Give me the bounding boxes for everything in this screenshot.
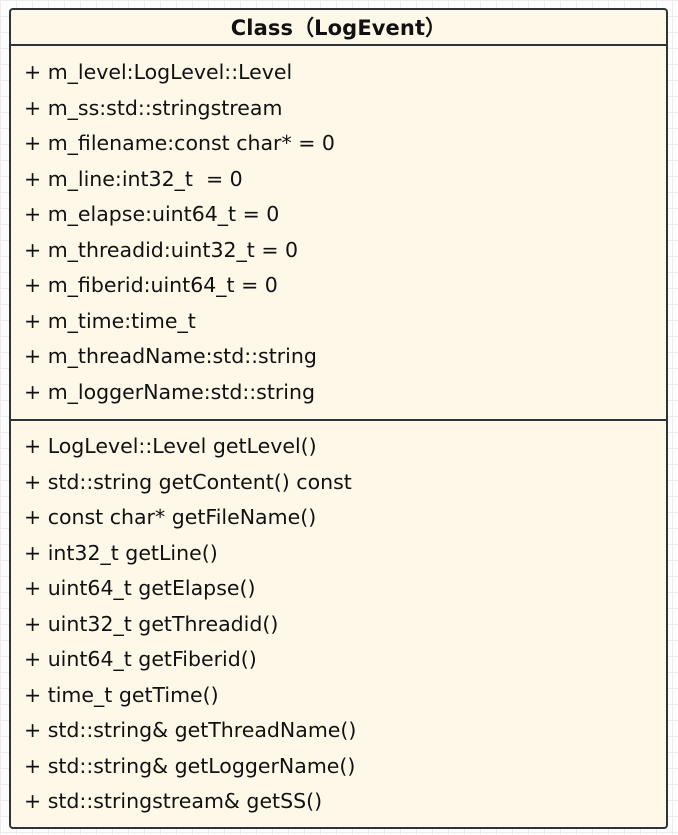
method-get-level: + LogLevel::Level getLevel() [24, 434, 317, 458]
method-get-threadid: + uint32_t getThreadid() [24, 611, 279, 636]
attribute-m-threadid: + m_threadid:uint32_t = 0 [24, 237, 299, 262]
attribute-m-elapse: + m_elapse:uint64_t = 0 [24, 202, 280, 226]
method-get-line: + int32_t getLine() [24, 540, 218, 565]
method-get-thread-name: + std::string& getThreadName() [24, 718, 357, 742]
method-get-file-name: + const char* getFileName() [24, 505, 317, 529]
method-get-fiberid: + uint64_t getFiberid() [24, 647, 257, 671]
attribute-m-threadname: + m_threadName:std::string [24, 344, 317, 368]
method-get-elapse: + uint64_t getElapse() [24, 576, 256, 600]
attribute-m-ss: + m_ss:std::stringstream [24, 95, 283, 120]
uml-class-box[interactable]: Class（LogEvent） + m_level:LogLevel::Leve… [9, 8, 668, 829]
attributes-compartment: + m_level:LogLevel::Level + m_ss:std::st… [11, 46, 666, 421]
attribute-m-filename: + m_filename:const char* = 0 [24, 131, 335, 155]
attribute-m-level: + m_level:LogLevel::Level [24, 60, 293, 84]
method-get-logger-name: + std::string& getLoggerName() [24, 753, 356, 778]
attribute-m-fiberid: + m_fiberid:uint64_t = 0 [24, 273, 278, 297]
attribute-m-line: + m_line:int32_t = 0 [24, 166, 243, 191]
class-title: Class（LogEvent） [230, 16, 447, 40]
method-get-content: + std::string getContent() const [24, 469, 352, 494]
attribute-m-time: + m_time:time_t [24, 308, 196, 333]
class-name-header: Class（LogEvent） [11, 10, 666, 46]
methods-compartment: + LogLevel::Level getLevel() + std::stri… [11, 421, 666, 820]
method-get-time: + time_t getTime() [24, 682, 219, 707]
attribute-m-loggername: + m_loggerName:std::string [24, 379, 315, 404]
method-get-ss: + std::stringstream& getSS() [24, 789, 323, 813]
